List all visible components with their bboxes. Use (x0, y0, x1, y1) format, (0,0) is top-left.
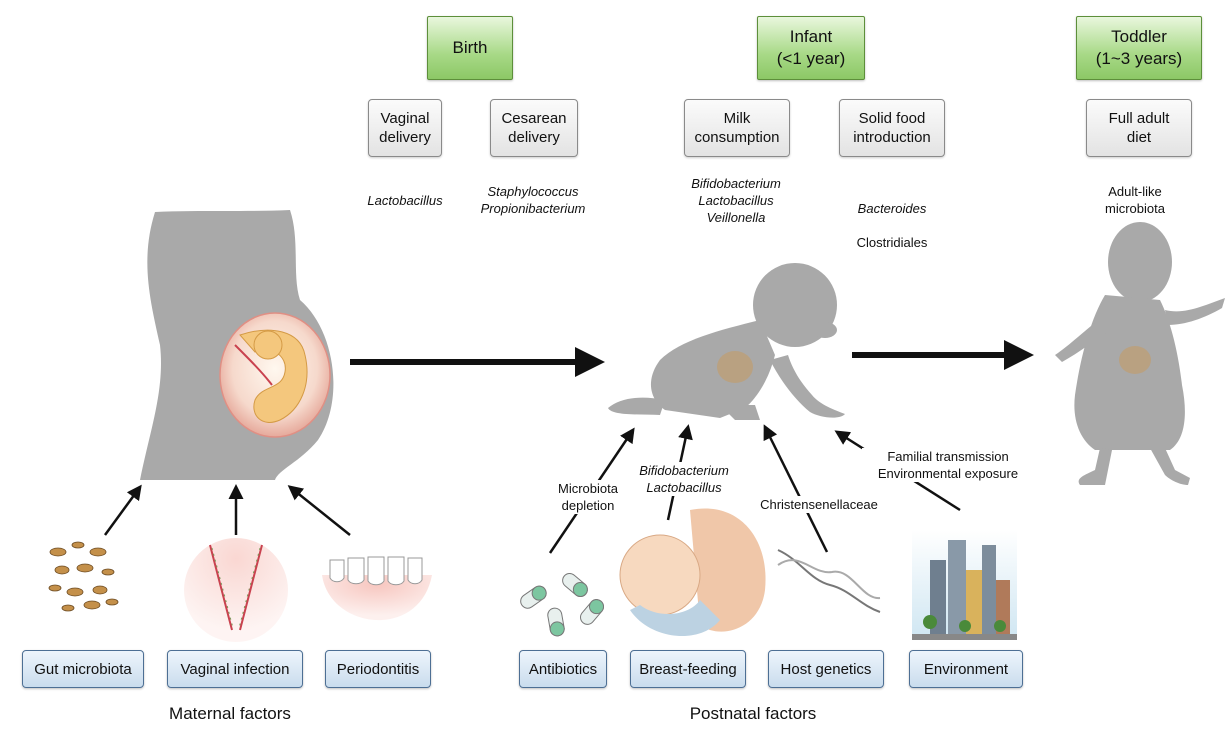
gut-microbiota-icon (48, 541, 119, 612)
vaginal-microbes: Lactobacillus (367, 193, 443, 208)
breastfeeding-icon (619, 508, 766, 637)
cesarean-microbes: Staphylococcus Propionibacterium (480, 184, 586, 216)
antibiotics-annotation: Microbiota depletion (543, 480, 633, 514)
factor-host-genetics: Host genetics (768, 650, 884, 688)
solid-food-microbes: Bacteroides Clostridiales (822, 183, 962, 251)
city-icon (912, 530, 1017, 640)
factor-environment: Environment (909, 650, 1023, 688)
stage-infant: Infant (<1 year) (757, 16, 865, 80)
full-adult-diet-box: Full adult diet (1086, 99, 1192, 157)
adult-microbiota: Adult-like microbiota (1105, 184, 1165, 216)
factor-breast-feeding: Breast-feeding (630, 650, 746, 688)
stage-toddler: Toddler (1~3 years) (1076, 16, 1202, 80)
pills-icon (520, 573, 604, 637)
factor-antibiotics: Antibiotics (519, 650, 607, 688)
genetics-annotation: Christensenellaceae (748, 496, 890, 513)
solid-food-microbe-1: Bacteroides (857, 201, 927, 216)
solid-food-box: Solid food introduction (839, 99, 945, 157)
milk-microbes: Bifidobacterium Lactobacillus Veillonell… (691, 176, 781, 225)
factor-periodontitis: Periodontitis (325, 650, 431, 688)
cesarean-delivery-box: Cesarean delivery (490, 99, 578, 157)
stage-birth: Birth (427, 16, 513, 80)
vaginal-infection-icon (184, 538, 288, 642)
postnatal-factors-label: Postnatal factors (689, 704, 817, 723)
teeth-icon (322, 556, 432, 621)
milk-consumption-box: Milk consumption (684, 99, 790, 157)
infant-silhouette (608, 263, 845, 420)
breastfeeding-annotation: Bifidobacterium Lactobacillus (625, 462, 743, 496)
factor-vaginal-infection: Vaginal infection (167, 650, 303, 688)
maternal-factors-label: Maternal factors (169, 704, 291, 723)
vaginal-delivery-box: Vaginal delivery (368, 99, 442, 157)
factor-gut-microbiota: Gut microbiota (22, 650, 144, 688)
fetus-in-womb-icon (219, 312, 331, 438)
environment-annotation: Familial transmission Environmental expo… (862, 448, 1034, 482)
toddler-silhouette (1055, 222, 1225, 485)
solid-food-microbe-2: Clostridiales (856, 235, 928, 250)
dna-icon (777, 549, 881, 613)
